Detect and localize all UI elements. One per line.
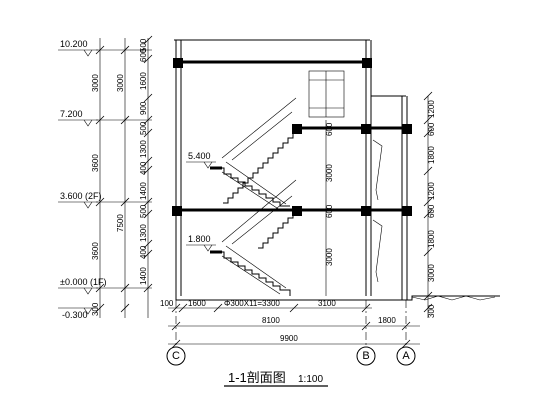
bottom-dimension-chains: 100 1600 Φ300X11=3300 3100 8100 1800 990… bbox=[160, 299, 420, 349]
dim-text: 3600 bbox=[91, 242, 100, 260]
level-label: -0.300 bbox=[62, 310, 88, 320]
axis-bubble-c: C bbox=[166, 346, 186, 366]
dim-text: 9900 bbox=[280, 334, 298, 343]
level-label: 10.200 bbox=[60, 39, 88, 49]
dim-text: 3000 bbox=[116, 74, 125, 92]
level-marker-5400: 5.400 bbox=[186, 151, 216, 169]
dim-text: 7500 bbox=[116, 214, 125, 232]
level-marker-3600: 3.600 (2F) bbox=[58, 191, 102, 209]
dim-text: 1300 bbox=[139, 140, 148, 158]
dim-text: 1200 bbox=[427, 100, 436, 118]
level-marker-0000: ±0.000 (1F) bbox=[58, 277, 106, 295]
dim-text: 3100 bbox=[318, 299, 336, 308]
dim-text: 400 bbox=[139, 161, 148, 175]
dim-text: 3000 bbox=[91, 74, 100, 92]
dim-text: 900 bbox=[139, 101, 148, 115]
dim-text: 1200 bbox=[427, 182, 436, 200]
dim-text: 3000 bbox=[427, 264, 436, 282]
dim-text: 600 bbox=[427, 122, 436, 136]
level-marker-10200: 10.200 bbox=[58, 39, 98, 57]
dim-text: 3000 bbox=[325, 164, 334, 182]
dim-text: 8100 bbox=[262, 316, 280, 325]
dim-text: 3000 bbox=[325, 248, 334, 266]
level-label: 7.200 bbox=[60, 109, 83, 119]
axis-bubble-a: A bbox=[396, 346, 416, 366]
dim-text: 600 bbox=[325, 122, 334, 136]
axis-grid: C B A bbox=[166, 300, 416, 366]
dim-text: 3600 bbox=[91, 154, 100, 172]
title-scale: 1:100 bbox=[298, 374, 323, 385]
drawing-title: 1-1剖面图 1:100 bbox=[224, 370, 328, 387]
building-section bbox=[172, 39, 500, 301]
dim-text: 300 bbox=[427, 304, 436, 318]
level-marker-minus0300: -0.300 bbox=[58, 307, 98, 320]
axis-label: A bbox=[402, 350, 410, 362]
dim-text: 1300 bbox=[139, 224, 148, 242]
left-dimension-chains: 3000 3600 3600 300 3000 7500 500 600 160… bbox=[91, 35, 153, 318]
dim-text: 100 bbox=[160, 299, 174, 308]
axis-label: C bbox=[172, 350, 180, 362]
right-dimension-chain: 1200 600 1800 1200 600 1800 3000 300 bbox=[423, 91, 436, 318]
dim-text: 1400 bbox=[139, 182, 148, 200]
dim-text: 400 bbox=[139, 245, 148, 259]
window bbox=[308, 70, 345, 118]
level-label: 5.400 bbox=[188, 151, 211, 161]
level-label: ±0.000 (1F) bbox=[60, 277, 106, 287]
dim-text: 500 bbox=[139, 121, 148, 135]
dim-text: 1400 bbox=[139, 267, 148, 285]
dim-text: 1600 bbox=[139, 72, 148, 90]
dim-text: 600 bbox=[427, 204, 436, 218]
dim-text: 500 bbox=[139, 204, 148, 218]
level-marker-7200: 7.200 bbox=[58, 109, 98, 127]
level-label: 1.800 bbox=[188, 234, 211, 244]
level-marker-1800: 1.800 bbox=[186, 234, 216, 252]
level-label: 3.600 (2F) bbox=[60, 191, 102, 201]
axis-bubble-b: B bbox=[356, 346, 376, 366]
title-main: 1-1剖面图 bbox=[228, 370, 286, 385]
dim-text: 1800 bbox=[378, 316, 396, 325]
dim-text: 500 bbox=[139, 38, 148, 52]
dim-text: 600 bbox=[139, 48, 148, 62]
dim-text: 300 bbox=[91, 302, 100, 316]
dim-text: 1600 bbox=[188, 299, 206, 308]
mid-dimension-chain: 600 3000 600 3000 bbox=[325, 120, 334, 296]
dim-text: 1800 bbox=[427, 146, 436, 164]
dim-text: 600 bbox=[325, 204, 334, 218]
staircase bbox=[210, 97, 298, 296]
dim-text: Φ300X11=3300 bbox=[224, 299, 280, 308]
dim-text: 1800 bbox=[427, 230, 436, 248]
axis-label: B bbox=[362, 350, 369, 362]
